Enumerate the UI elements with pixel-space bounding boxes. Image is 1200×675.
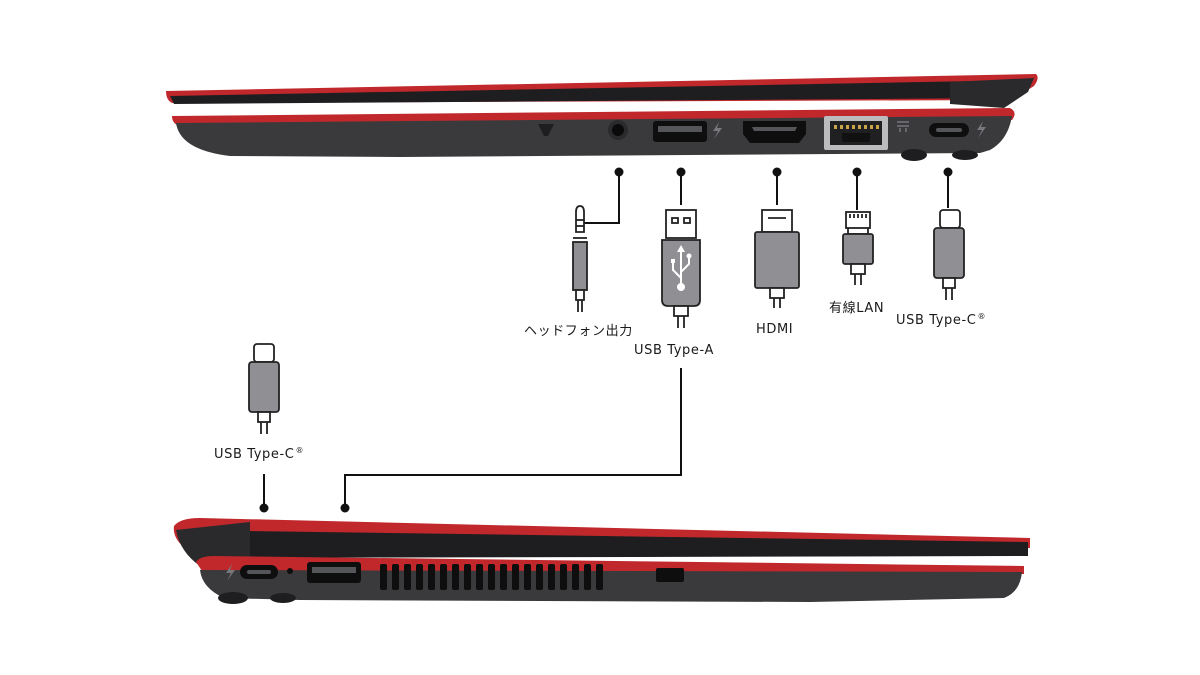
vent-slot xyxy=(452,564,459,590)
laptop-right-foot xyxy=(952,150,978,160)
thunderbolt-icon xyxy=(977,121,986,138)
line-usb-a-bottom xyxy=(344,368,682,508)
laptop-left-lid-face xyxy=(178,530,1028,558)
hdmi-plug-icon xyxy=(754,209,800,308)
laptop-left-hinge-edge xyxy=(176,522,250,566)
vent-grille xyxy=(380,564,603,590)
vent-slot xyxy=(404,564,411,590)
thunderbolt-icon xyxy=(226,564,235,581)
dot xyxy=(614,167,624,177)
laptop-left-base-top xyxy=(196,556,1024,574)
label-lan: 有線LAN xyxy=(829,301,885,316)
registered-mark: ® xyxy=(977,312,987,321)
vent-slot xyxy=(500,564,507,590)
laptop-left-foot xyxy=(218,592,248,604)
vent-slot xyxy=(584,564,591,590)
laptop-right-side xyxy=(166,74,1038,161)
vent-slot xyxy=(524,564,531,590)
dot xyxy=(676,167,686,177)
vent-slot xyxy=(548,564,555,590)
vent-slot xyxy=(536,564,543,590)
vent-slot xyxy=(464,564,471,590)
label-usb-c-right-text: USB Type-C xyxy=(896,313,977,328)
laptop-left-foot xyxy=(270,593,296,603)
connector-dots xyxy=(259,167,953,513)
vent-slot xyxy=(380,564,387,590)
usb-c-port xyxy=(929,123,969,137)
label-usb-c-left-text: USB Type-C xyxy=(214,447,295,462)
line-headphone xyxy=(580,172,620,224)
vent-slot xyxy=(596,564,603,590)
vent-slot xyxy=(488,564,495,590)
label-usb-c-right: USB Type-C® xyxy=(896,312,986,328)
laptop-right-lid-face xyxy=(170,80,1030,104)
label-usb-a: USB Type-A xyxy=(634,343,714,358)
slot-notch xyxy=(538,124,554,136)
connector-lines xyxy=(263,172,949,508)
lan-plug-icon xyxy=(842,211,874,285)
usb-a-plug-icon xyxy=(661,209,701,328)
usb-c-plug-icon xyxy=(248,343,280,434)
dot xyxy=(772,167,782,177)
vent-slot xyxy=(428,564,435,590)
hdmi-port xyxy=(743,121,806,143)
vent-slot xyxy=(560,564,567,590)
usb-a-port xyxy=(307,562,361,583)
label-usb-c-left: USB Type-C® xyxy=(214,446,304,462)
laptop-right-hinge-edge xyxy=(950,78,1034,108)
vent-slot xyxy=(416,564,423,590)
dot xyxy=(943,167,953,177)
usb-a-port xyxy=(653,121,707,142)
power-led xyxy=(287,568,293,574)
vent-slot xyxy=(572,564,579,590)
laptop-right-foot xyxy=(901,149,927,161)
lan-icon xyxy=(897,121,909,132)
vent-slot xyxy=(476,564,483,590)
headphone-plug-icon xyxy=(572,205,588,312)
thunderbolt-icon xyxy=(713,122,722,139)
vent-slot xyxy=(512,564,519,590)
usb-symbol-icon xyxy=(671,245,692,291)
vent-slot xyxy=(392,564,399,590)
security-lock-slot xyxy=(656,568,684,582)
registered-mark: ® xyxy=(295,446,305,455)
usb-c-plug-icon xyxy=(933,209,965,300)
headphone-jack xyxy=(608,120,628,140)
vent-slot xyxy=(440,564,447,590)
dot xyxy=(340,503,350,513)
lan-port xyxy=(824,116,888,150)
dot xyxy=(259,503,269,513)
usb-c-port xyxy=(240,565,278,579)
label-hdmi: HDMI xyxy=(756,322,794,337)
laptop-left-side xyxy=(173,518,1031,604)
dot xyxy=(852,167,862,177)
label-headphone: ヘッドフォン出力 xyxy=(524,324,633,339)
